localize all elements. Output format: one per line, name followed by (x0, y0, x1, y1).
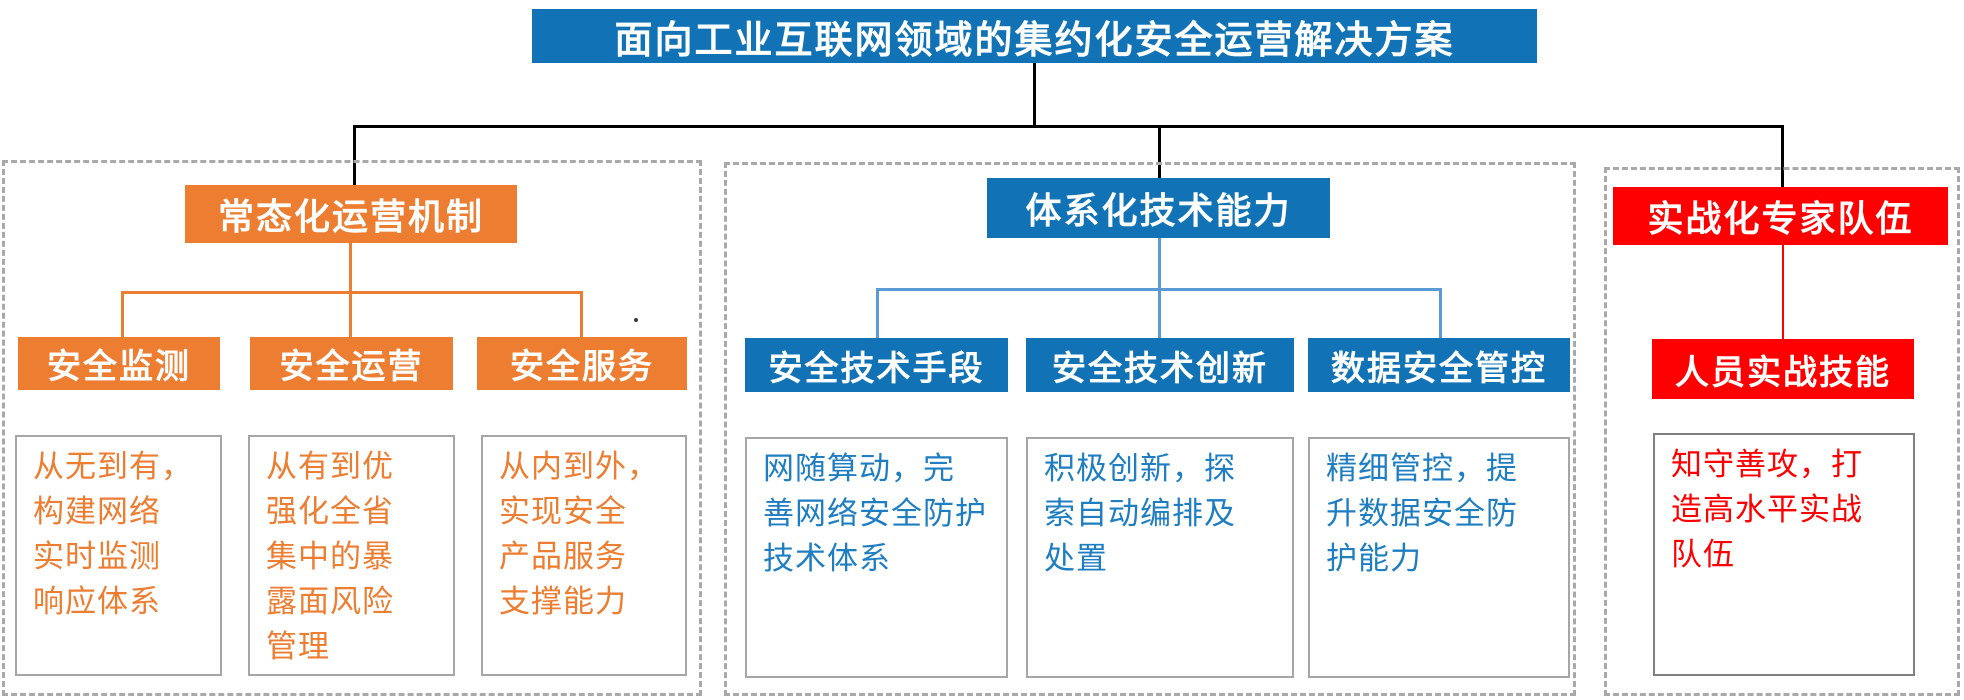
connector-trunk (353, 125, 1784, 128)
connector-title-drop (1033, 63, 1036, 127)
desc-security-monitoring: 从无到有， 构建网络 实时监测 响应体系 (15, 435, 222, 676)
diagram-title: 面向工业互联网领域的集约化安全运营解决方案 (532, 9, 1537, 63)
connector-drop-middle (1158, 125, 1161, 181)
desc-personnel-combat-skills: 知守善攻，打 造高水平实战 队伍 (1653, 433, 1915, 676)
subbox-data-security-control: 数据安全管控 (1308, 338, 1570, 392)
section-header-technology: 体系化技术能力 (987, 178, 1330, 238)
connector-operations-bar (121, 291, 583, 294)
connector-technology-stem (1158, 238, 1161, 290)
connector-operations-drop-1 (121, 291, 124, 337)
subbox-security-operations: 安全运营 (250, 337, 453, 390)
desc-security-tech-means: 网随算动，完 善网络安全防护 技术体系 (745, 437, 1008, 678)
section-container-experts (1604, 167, 1960, 696)
section-header-operations: 常态化运营机制 (185, 185, 517, 243)
connector-operations-stem (349, 243, 352, 293)
section-container-technology (724, 162, 1576, 696)
subbox-personnel-combat-skills: 人员实战技能 (1652, 339, 1914, 399)
desc-data-security-control: 精细管控，提 升数据安全防 护能力 (1308, 437, 1570, 678)
connector-operations-drop-3 (580, 291, 583, 337)
section-container-operations (2, 160, 702, 696)
subbox-security-tech-means: 安全技术手段 (745, 338, 1008, 392)
connector-drop-left (353, 125, 356, 187)
desc-security-operations: 从有到优 强化全省 集中的暴 露面风险 管理 (248, 435, 455, 676)
subbox-security-monitoring: 安全监测 (18, 337, 220, 390)
connector-drop-right (1781, 125, 1784, 189)
stray-dot (634, 318, 638, 322)
connector-technology-drop-3 (1439, 288, 1442, 338)
connector-technology-drop-1 (876, 288, 879, 338)
desc-security-services: 从内到外， 实现安全 产品服务 支撑能力 (481, 435, 687, 676)
connector-operations-drop-2 (349, 291, 352, 337)
subbox-security-tech-innovation: 安全技术创新 (1026, 338, 1294, 392)
desc-security-tech-innovation: 积极创新，探 索自动编排及 处置 (1026, 437, 1294, 678)
subbox-security-services: 安全服务 (477, 337, 687, 390)
connector-technology-drop-2 (1158, 288, 1161, 338)
connector-experts-stem (1782, 245, 1784, 339)
section-header-experts: 实战化专家队伍 (1613, 187, 1948, 245)
